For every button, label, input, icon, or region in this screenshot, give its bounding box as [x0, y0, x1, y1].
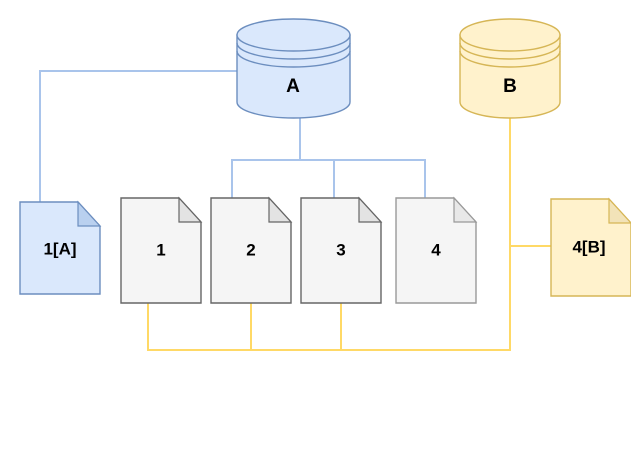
- node-document-2[interactable]: 2: [210, 196, 293, 304]
- document-3-body: [300, 197, 382, 304]
- cylinder-a-ring1: [236, 42, 351, 60]
- edge-layer: [39, 70, 552, 351]
- cylinder-a-body: [236, 34, 351, 119]
- document-4b-fold-icon: [608, 197, 631, 224]
- node-document-4[interactable]: 4: [395, 196, 478, 304]
- document-2-body: [210, 197, 292, 304]
- cylinder-b-body: [459, 34, 561, 119]
- node-cylinder-a[interactable]: A: [236, 18, 351, 119]
- document-1-fold-icon: [178, 196, 203, 223]
- document-1a-fold-icon: [77, 200, 102, 227]
- document-4-fold-icon: [453, 196, 478, 223]
- cylinder-a-top: [236, 18, 351, 52]
- node-document-1a[interactable]: 1[A]: [19, 200, 102, 295]
- node-cylinder-b[interactable]: B: [459, 18, 561, 119]
- document-3-fold-icon: [358, 196, 383, 223]
- cylinder-b-top: [459, 18, 561, 52]
- document-2-fold-icon: [268, 196, 293, 223]
- cylinder-b-ring2: [459, 50, 561, 68]
- node-document-4b[interactable]: 4[B]: [550, 197, 631, 297]
- document-1-body: [120, 197, 202, 304]
- node-document-3[interactable]: 3: [300, 196, 383, 304]
- node-document-1[interactable]: 1: [120, 196, 203, 304]
- cylinder-a-ring2: [236, 50, 351, 68]
- cylinder-b-ring1: [459, 42, 561, 60]
- edge-a-to-1a[interactable]: [39, 70, 238, 203]
- document-4-body: [395, 197, 477, 304]
